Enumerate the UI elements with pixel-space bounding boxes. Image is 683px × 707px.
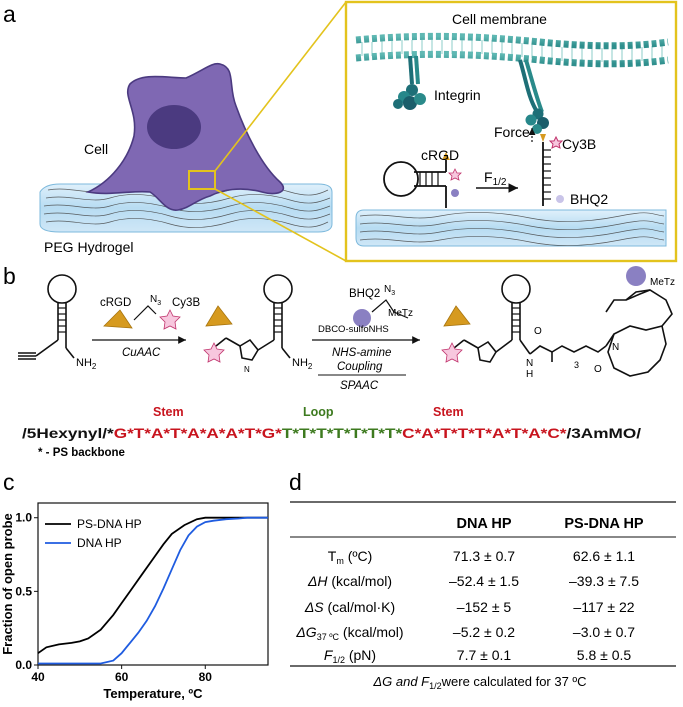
sequence-line: /5Hexynyl/*G*T*A*T*A*A*A*T*G*T*T*T*T*T*T… [22,425,641,441]
ps-backbone-footnote: * - PS backbone [38,447,125,459]
hydrogel-label: PEG Hydrogel [44,239,133,255]
panel-d: d DNA HP PS-DNA HP Tm (ºC) 71.3 ± 0.7 62.6… [289,469,676,691]
x-tick-label: 60 [115,670,129,684]
metz-product-label: MeTz [650,277,675,288]
chart-legend: PS-DNA HP DNA HP [45,517,142,550]
amide-h: H [526,369,533,380]
y-tick-label: 1.0 [15,511,32,525]
series-line-dna-hp [38,516,268,665]
stem-right-label: Stem [433,405,464,419]
f-half-label: F1/2 [484,169,507,188]
opened-probe [542,135,564,206]
amine-label-2: NH2 [292,357,313,371]
plot-frame [37,502,269,666]
nhs-amine-label: NHS-amine [332,347,391,359]
x-tick-label: 40 [31,670,45,684]
amide-n: N [526,358,533,369]
table-row-label: Tm (ºC) [328,548,373,566]
intermediate: N NH2 [203,274,313,374]
zoom-source-box [188,170,216,190]
table-cell-ps-dna-hp: –39.3 ± 7.5 [569,573,639,589]
panel-c-letter: c [3,469,15,495]
crgd-reagent-label: cRGD [100,297,131,309]
ring-n: N [612,342,619,353]
melting-curve-chart: 40 60 80 0.0 0.5 1.0 Temperature, ºC Fractio… [0,502,269,701]
table-cell-dna-hp: 7.7 ± 0.1 [457,647,512,663]
reagents-2: BHQ2 N3 MeTz DBCO-sulfoNHS [318,284,413,335]
closed-hairpin [383,152,462,208]
table-cell-ps-dna-hp: –3.0 ± 0.7 [573,624,635,640]
x-axis-label: Temperature, ºC [103,686,203,701]
legend-label-ps-dna: PS-DNA HP [77,517,142,531]
carbonyl-o-1: O [534,326,542,337]
cuaac-label: CuAAC [122,347,161,359]
inset-hydrogel [355,209,667,247]
table-cell-ps-dna-hp: 5.8 ± 0.5 [577,647,632,663]
triazole-n-1: N [244,365,250,374]
table-caption: ΔG and F1/2were calculated for 37 ºC [372,674,586,691]
azide-label-1: N3 [150,294,161,307]
membrane-label: Cell membrane [452,11,547,27]
force-label: Force [494,124,530,140]
metz-reagent-label: MeTz [388,308,413,319]
table-cell-dna-hp: –52.4 ± 1.5 [449,573,519,589]
hairpin-1 [18,274,77,360]
table-row-label: ΔS (cal/mol·K) [304,599,395,615]
x-tick-label: 80 [199,670,213,684]
carbonyl-o-2: O [594,364,602,375]
cell-nucleus [147,105,201,149]
panel-c: c 40 60 80 0.0 0.5 1.0 Temperature, ºC Fract… [0,469,269,701]
series-line-ps-dna-hp [37,516,268,654]
panel-a-letter: a [3,1,16,27]
panel-a: a Cell PEG Hydrogel Cell membrane [3,0,678,263]
table-header-ps-dna-hp: PS-DNA HP [564,516,644,532]
loop-label: Loop [303,405,334,419]
panel-d-letter: d [289,469,302,495]
table-row-label: ΔG37 ºC (kcal/mol) [295,624,403,642]
panel-b: b NH2 cRGD N3 Cy3B CuAAC [3,263,675,459]
coupling-label: Coupling [337,361,383,373]
dbco-label: DBCO-sulfoNHS [318,324,389,335]
table-cell-dna-hp: –152 ± 5 [457,599,512,615]
zoom-line-bottom [214,188,347,262]
panel-b-letter: b [3,263,16,289]
stem-left-label: Stem [153,405,184,419]
spaac-label: SPAAC [340,380,379,392]
cy3b-label: Cy3B [562,136,596,152]
y-tick-label: 0.0 [15,658,32,672]
table-row-label: ΔH (kcal/mol) [307,573,392,589]
integrin-right [518,59,549,142]
zoom-line-top [214,1,347,172]
final-product: MeTz O O N H 3 N [441,266,675,380]
legend-label-dna: DNA HP [77,536,122,550]
table-cell-dna-hp: 71.3 ± 0.7 [453,548,515,564]
table-body: Tm (ºC) 71.3 ± 0.7 62.6 ± 1.1 ΔH (kcal/mol)… [295,548,639,665]
table-header-dna-hp: DNA HP [456,516,511,532]
cell-membrane [355,32,669,68]
cy3b-reagent-label: Cy3B [172,297,200,309]
table-row-label: F1/2 (pN) [324,647,376,665]
bhq2-reagent-label: BHQ2 [349,288,380,300]
table-cell-ps-dna-hp: –117 ± 22 [573,599,634,615]
cell-label: Cell [84,141,108,157]
y-tick-label: 0.5 [15,584,32,598]
azide-label-2: N3 [384,284,395,297]
y-axis-label: Fraction of open probe [0,513,15,655]
integrin-label: Integrin [434,87,481,103]
table-cell-ps-dna-hp: 62.6 ± 1.1 [573,548,635,564]
methylene-count: 3 [574,360,579,370]
bhq2-label: BHQ2 [570,191,608,207]
inset-panel: Cell membrane [344,0,678,263]
reagents-1: cRGD N3 Cy3B [100,294,200,330]
amine-label-1: NH2 [76,357,97,371]
table-cell-dna-hp: –5.2 ± 0.2 [453,624,515,640]
integrin-left [393,55,426,110]
crgd-label: cRGD [421,147,459,163]
